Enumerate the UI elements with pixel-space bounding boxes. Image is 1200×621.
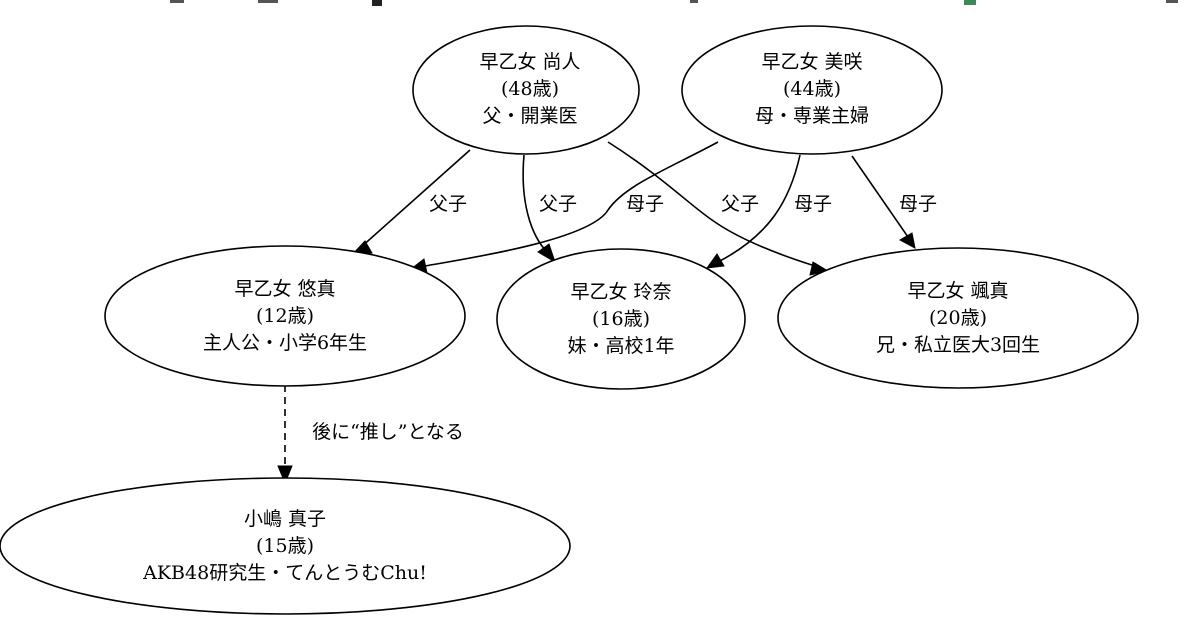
node-yuma-name: 早乙女 悠真 (234, 278, 335, 300)
node-mother-name: 早乙女 美咲 (761, 51, 862, 73)
node-yuma-age: (12歳) (256, 305, 314, 327)
edge-label-mother-yuma: 母子 (626, 193, 664, 215)
edge-label-yuma-mako: 後に“推し”となる (312, 421, 464, 443)
node-mako-age: (15歳) (256, 535, 314, 557)
node-futoma-role: 兄・私立医大3回生 (876, 334, 1040, 356)
node-father-name: 早乙女 尚人 (479, 51, 580, 73)
edge-yuma-mako: 後に“推し”となる (277, 385, 464, 485)
node-yuma-role: 主人公・小学6年生 (203, 332, 367, 354)
edge-mother-yuma: 母子 (409, 141, 719, 274)
toolbar-icon (258, 0, 278, 3)
edge-father-futoma: 父子 (607, 141, 830, 276)
node-mother-age: (44歳) (783, 78, 841, 100)
node-father-age: (48歳) (501, 78, 559, 100)
edge-label-father-rena: 父子 (539, 193, 577, 215)
edge-father-rena: 父子 (522, 154, 577, 264)
node-futoma-age: (20歳) (929, 307, 987, 329)
node-father: 早乙女 尚人 (48歳) 父・開業医 (412, 25, 640, 155)
toolbar-icon (964, 0, 976, 5)
node-mako: 小嶋 真子 (15歳) AKB48研究生・てんとうむChu! (0, 477, 571, 615)
toolbar-icon (372, 0, 382, 6)
node-rena: 早乙女 玲奈 (16歳) 妹・高校1年 (496, 248, 746, 390)
toolbar-icon (690, 0, 698, 3)
node-rena-role: 妹・高校1年 (567, 335, 674, 357)
toolbar-icon (1166, 0, 1178, 3)
node-mother-role: 母・専業主婦 (755, 105, 869, 127)
node-mako-role: AKB48研究生・てんとうむChu! (142, 562, 427, 584)
node-father-role: 父・開業医 (482, 105, 577, 127)
edge-label-mother-rena: 母子 (794, 193, 832, 215)
edge-label-father-yuma: 父子 (429, 193, 467, 215)
node-rena-age: (16歳) (592, 308, 650, 330)
node-rena-name: 早乙女 玲奈 (570, 281, 671, 303)
node-futoma: 早乙女 颯真 (20歳) 兄・私立医大3回生 (777, 247, 1139, 389)
node-yuma: 早乙女 悠真 (12歳) 主人公・小学6年生 (104, 245, 466, 387)
node-futoma-name: 早乙女 颯真 (907, 280, 1008, 302)
edge-label-father-futoma: 父子 (721, 193, 759, 215)
edge-father-yuma: 父子 (348, 149, 471, 258)
toolbar-icon (170, 0, 184, 3)
node-mother: 早乙女 美咲 (44歳) 母・専業主婦 (681, 25, 943, 155)
edge-mother-rena: 母子 (705, 154, 832, 269)
edge-label-mother-futoma: 母子 (899, 193, 937, 215)
browser-toolbar-remnant (0, 0, 1200, 6)
node-mako-name: 小嶋 真子 (244, 508, 326, 530)
edge-mother-futoma: 母子 (851, 155, 937, 249)
